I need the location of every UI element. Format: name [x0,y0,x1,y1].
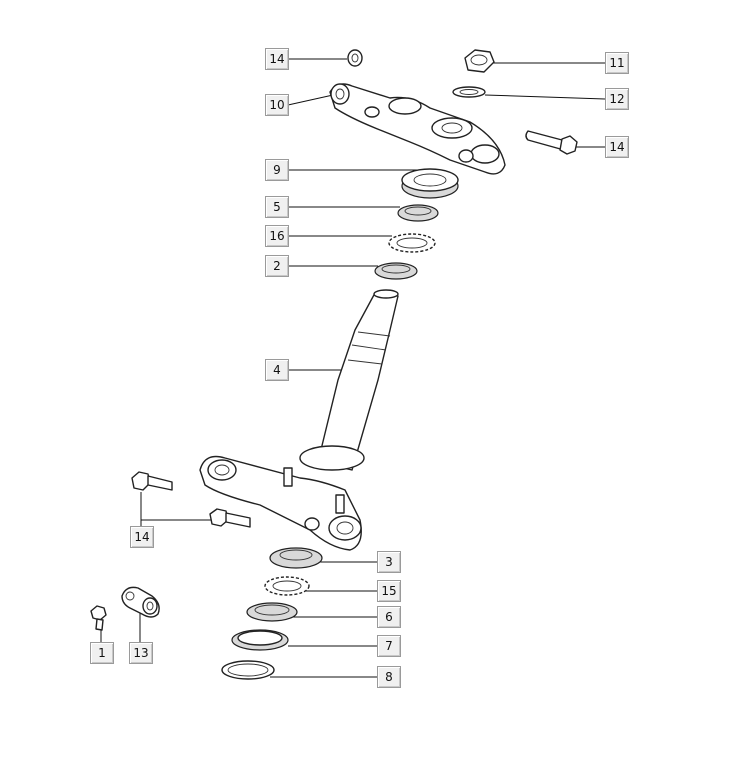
callout-10-upper-clamp[interactable]: 10 [265,94,289,116]
part-15-ball-cage [264,576,310,596]
part-8-washer [221,660,275,680]
callout-15-ball-cage[interactable]: 15 [377,580,401,602]
callout-7-seal-ring[interactable]: 7 [377,635,401,657]
part-14-clamp-bolt [525,130,578,155]
part-11-stem-nut [464,49,495,73]
callout-16-ball-cage[interactable]: 16 [265,225,289,247]
callout-14-lower-bolts[interactable]: 14 [130,526,154,548]
part-16-ball-cage [388,233,436,253]
part-4-steering-stem [199,289,399,551]
part-10-upper-triple-clamp [329,83,506,175]
callout-6-bearing-race[interactable]: 6 [377,606,401,628]
callout-13-cable-clamp[interactable]: 13 [129,642,153,664]
callout-14-clamp-bolt[interactable]: 14 [605,136,629,158]
part-3-dust-seal [269,547,323,569]
part-7-seal-ring [231,629,289,651]
part-9-dust-seal [401,168,459,199]
part-12-washer [452,86,486,98]
leader-lines [100,58,606,678]
part-14-nut-top [347,49,363,67]
callout-1-screw[interactable]: 1 [90,642,114,664]
callout-11-stem-nut[interactable]: 11 [605,52,629,74]
callout-12-washer[interactable]: 12 [605,88,629,110]
part-2-bearing-race [374,262,418,280]
part-6-bearing-race [246,602,298,622]
callout-9-dust-seal[interactable]: 9 [265,159,289,181]
part-1-screw [90,605,107,631]
part-13-cable-clamp [121,586,160,618]
part-5-bearing-race [397,204,439,222]
callout-8-washer[interactable]: 8 [377,666,401,688]
callout-4-steering-stem[interactable]: 4 [265,359,289,381]
callout-5-bearing-race[interactable]: 5 [265,196,289,218]
part-14-lower-clamp-bolts [131,471,251,528]
callout-3-dust-seal[interactable]: 3 [377,551,401,573]
callout-14-top-nut[interactable]: 14 [265,48,289,70]
callout-2-bearing-race[interactable]: 2 [265,255,289,277]
